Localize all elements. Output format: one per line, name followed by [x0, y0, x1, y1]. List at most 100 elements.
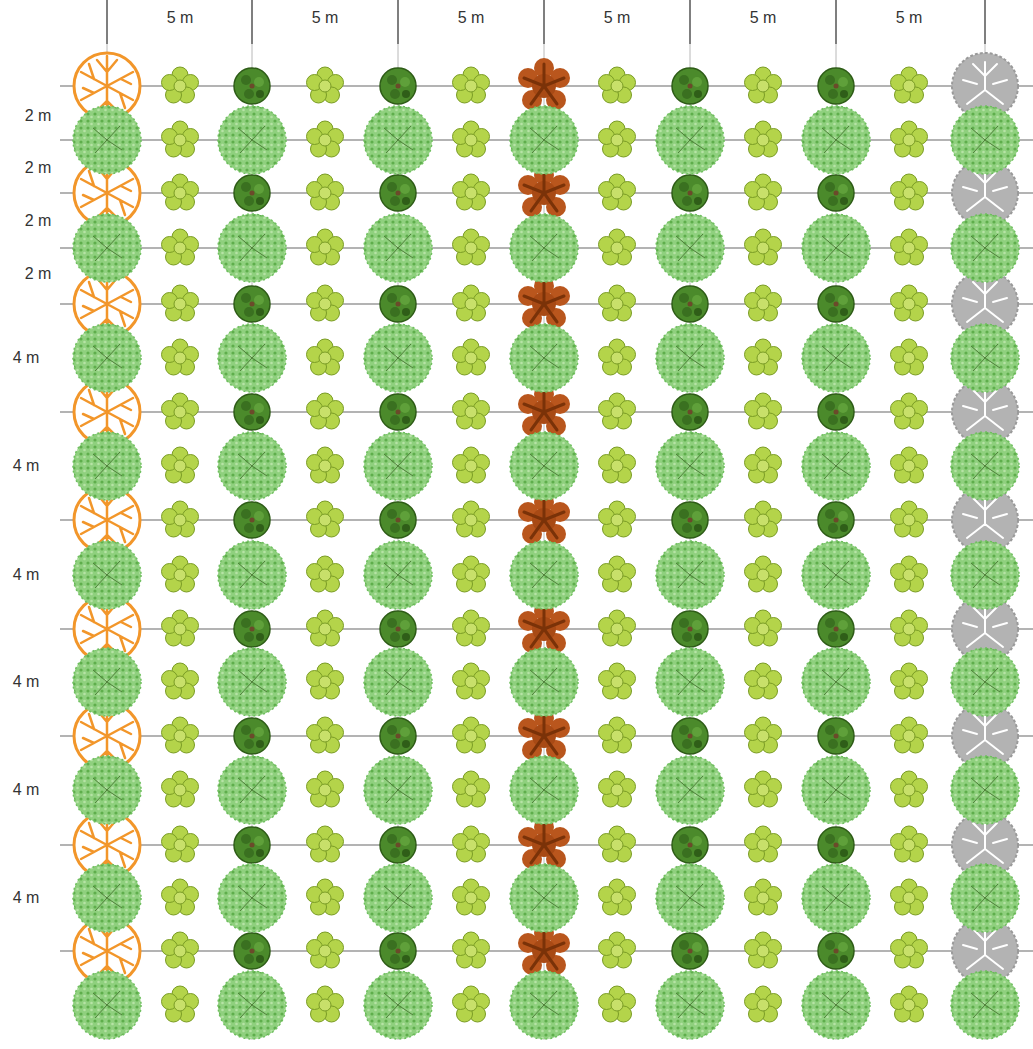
plant-symbol — [218, 324, 286, 392]
dimension-label: 2 m — [23, 212, 54, 230]
plant-symbol — [818, 611, 854, 647]
dimension-label: 4 m — [11, 457, 42, 475]
plant-symbol — [307, 447, 344, 483]
plant-symbol — [518, 817, 570, 869]
plant-symbol — [951, 756, 1019, 824]
plant-symbol — [599, 986, 636, 1022]
plant-symbol — [951, 648, 1019, 716]
plant-symbol — [380, 827, 416, 863]
plant-symbol — [218, 648, 286, 716]
plant-symbol — [891, 121, 928, 157]
plant-symbol — [656, 756, 724, 824]
plant-symbol — [656, 324, 724, 392]
plant-symbol — [891, 879, 928, 915]
plant-symbol — [364, 106, 432, 174]
plant-symbol — [380, 286, 416, 322]
plant-symbol — [672, 827, 708, 863]
plant-symbol — [656, 864, 724, 932]
plant-symbol — [599, 285, 636, 321]
dimension-label: 4 m — [11, 349, 42, 367]
plant-symbol — [307, 339, 344, 375]
plant-symbol — [162, 229, 199, 265]
plant-symbol — [891, 229, 928, 265]
plant-symbol — [234, 175, 270, 211]
plant-symbol — [162, 663, 199, 699]
plant-symbol — [234, 827, 270, 863]
plant-symbol — [745, 229, 782, 265]
plant-symbol — [802, 864, 870, 932]
dimension-label: 5 m — [165, 9, 196, 27]
plant-symbol — [518, 58, 570, 110]
plant-symbol — [307, 501, 344, 537]
plant-symbol — [307, 771, 344, 807]
plant-symbol — [599, 501, 636, 537]
dimension-label: 2 m — [23, 159, 54, 177]
dimension-label: 5 m — [456, 9, 487, 27]
plant-symbol — [234, 502, 270, 538]
plant-symbol — [510, 756, 578, 824]
plant-symbol — [307, 285, 344, 321]
plant-symbol — [745, 121, 782, 157]
plant-symbol — [818, 175, 854, 211]
plant-symbol — [510, 432, 578, 500]
plant-symbol — [453, 663, 490, 699]
plant-symbol — [818, 933, 854, 969]
column-tick — [984, 0, 986, 44]
plant-symbol — [218, 864, 286, 932]
plant-symbol — [162, 174, 199, 210]
plant-symbol — [453, 121, 490, 157]
plant-symbol — [234, 933, 270, 969]
plant-symbol — [672, 394, 708, 430]
plant-symbol — [218, 541, 286, 609]
plant-symbol — [891, 932, 928, 968]
plant-symbol — [745, 771, 782, 807]
plant-symbol — [656, 541, 724, 609]
plant-symbol — [745, 174, 782, 210]
plant-symbol — [364, 648, 432, 716]
plant-symbol — [599, 393, 636, 429]
plant-symbol — [380, 611, 416, 647]
column-tick — [543, 0, 545, 44]
plant-symbol — [656, 432, 724, 500]
dimension-label: 5 m — [602, 9, 633, 27]
plant-symbol — [364, 864, 432, 932]
plant-symbol — [672, 68, 708, 104]
plant-symbol — [307, 717, 344, 753]
plant-symbol — [510, 324, 578, 392]
plant-symbol — [802, 971, 870, 1039]
plant-symbol — [73, 432, 141, 500]
plant-symbol — [951, 324, 1019, 392]
plant-symbol — [745, 610, 782, 646]
plant-symbol — [745, 67, 782, 103]
plant-symbol — [818, 718, 854, 754]
plant-symbol — [73, 864, 141, 932]
plant-symbol — [162, 610, 199, 646]
plant-symbol — [307, 932, 344, 968]
plant-symbol — [745, 556, 782, 592]
plant-symbol — [162, 879, 199, 915]
plant-symbol — [745, 501, 782, 537]
plant-symbol — [745, 986, 782, 1022]
plant-symbol — [802, 106, 870, 174]
plant-symbol — [891, 447, 928, 483]
plant-symbol — [951, 214, 1019, 282]
plant-symbol — [510, 214, 578, 282]
plant-symbol — [453, 339, 490, 375]
plant-symbol — [599, 556, 636, 592]
plant-symbol — [599, 447, 636, 483]
plant-symbol — [891, 67, 928, 103]
plant-symbol — [307, 67, 344, 103]
plant-symbol — [510, 106, 578, 174]
plant-symbol — [307, 610, 344, 646]
plant-symbol — [951, 106, 1019, 174]
plant-symbol — [162, 339, 199, 375]
plant-symbol — [234, 68, 270, 104]
plant-symbol — [307, 663, 344, 699]
plant-symbol — [802, 214, 870, 282]
plant-symbol — [364, 432, 432, 500]
plant-symbol — [380, 175, 416, 211]
plant-symbol — [818, 502, 854, 538]
plant-symbol — [891, 339, 928, 375]
plant-symbol — [818, 827, 854, 863]
